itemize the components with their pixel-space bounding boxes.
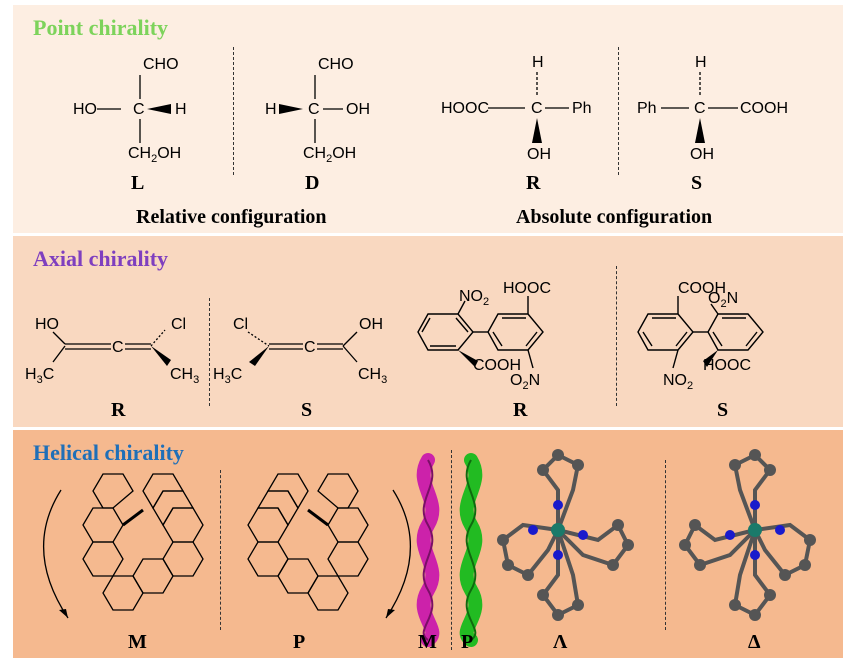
label-D: D — [305, 172, 319, 194]
molecule-R-mandelic: H HOOC C Ph OH R — [441, 54, 592, 194]
separator-helices — [451, 450, 452, 650]
label-R-allene: R — [111, 399, 126, 421]
label-P-helix: P — [461, 631, 473, 653]
molecule-S-mandelic: H Ph C COOH OH S — [637, 54, 788, 194]
allene-R: HO C Cl CH3 H3C R — [25, 316, 199, 421]
separator-RS — [618, 47, 619, 175]
biphenyl-S-NO2-bottom: NO2 — [663, 372, 693, 392]
label-S-allene: S — [301, 399, 312, 421]
separator-biphenyls — [616, 266, 617, 406]
S-center-carbon: C — [694, 100, 706, 117]
complex-delta — [679, 449, 816, 621]
helical-chirality-panel: Helical chirality — [13, 430, 843, 658]
helicene-P — [247, 473, 369, 611]
complex-lambda — [497, 449, 634, 621]
L-right-group: H — [175, 101, 187, 118]
helix-P — [459, 453, 483, 647]
D-top-group: CHO — [318, 56, 354, 73]
allene-R-HO: HO — [35, 316, 59, 333]
L-left-group: HO — [73, 101, 97, 118]
allene-R-CH3: CH3 — [170, 366, 199, 386]
allene-S-Cl: Cl — [233, 316, 248, 333]
allene-S: Cl H3C C OH CH3 S — [213, 316, 387, 421]
caption-relative-configuration: Relative configuration — [136, 206, 327, 228]
label-L: L — [131, 172, 144, 194]
label-delta: Δ — [748, 631, 761, 653]
R-bottom-group: OH — [527, 146, 551, 163]
label-lambda: Λ — [553, 631, 568, 653]
D-center-carbon: C — [308, 101, 320, 118]
caption-absolute-configuration: Absolute configuration — [516, 206, 712, 228]
S-left-group: Ph — [637, 100, 657, 117]
axial-chirality-title: Axial chirality — [33, 246, 169, 271]
allene-R-C: C — [112, 339, 124, 356]
biphenyl-R-labels: HOOC NO2 COOH O2N R — [459, 280, 551, 421]
helical-chirality-structures: M P M P Λ Δ — [42, 449, 816, 653]
S-top-H: H — [695, 54, 707, 71]
D-bottom-group: CH2OH — [303, 145, 356, 165]
R-right-group: Ph — [572, 100, 592, 117]
axial-chirality-structures: HO C Cl CH3 H3C R Cl H3C C — [25, 280, 764, 421]
R-left-group: HOOC — [441, 100, 489, 117]
molecule-D: CHO H C OH CH2OH D — [265, 56, 370, 194]
biphenyl-S-NO2-top: O2N — [708, 290, 738, 310]
molecule-L: CHO HO C H CH2OH L — [73, 56, 187, 194]
R-top-H: H — [532, 54, 544, 71]
R-center-carbon: C — [531, 100, 543, 117]
label-M-helicene: M — [128, 631, 147, 653]
helicene-M — [82, 473, 204, 611]
label-R-point: R — [526, 172, 541, 194]
separator-complexes — [665, 460, 666, 630]
point-chirality-title: Point chirality — [33, 15, 169, 40]
L-top-group: CHO — [143, 56, 179, 73]
axial-chirality-panel: Axial chirality HO C Cl CH3 H3C R Cl H3C — [13, 236, 843, 427]
biphenyl-S — [637, 296, 764, 369]
L-bottom-group: CH2OH — [128, 145, 181, 165]
allene-S-OH: OH — [359, 316, 383, 333]
allene-R-H3C: H3C — [25, 366, 54, 386]
D-right-group: OH — [346, 101, 370, 118]
biphenyl-R-HOOC: HOOC — [503, 280, 551, 297]
biphenyl-R-NO2-bottom: O2N — [510, 372, 540, 392]
label-M-helix: M — [418, 631, 437, 653]
allene-S-C: C — [304, 339, 316, 356]
biphenyl-R-NO2-top: NO2 — [459, 288, 489, 308]
label-R-biphenyl: R — [513, 399, 528, 421]
separator-LD — [233, 47, 234, 175]
allene-R-Cl: Cl — [171, 316, 186, 333]
point-chirality-panel: Point chirality CHO HO C H CH2OH L CHO H… — [13, 5, 843, 233]
S-bottom-group: OH — [690, 146, 714, 163]
biphenyl-S-COOH: COOH — [678, 280, 726, 297]
label-S-point: S — [691, 172, 702, 194]
L-center-carbon: C — [133, 101, 145, 118]
helix-M — [416, 453, 440, 647]
biphenyl-S-HOOC: HOOC — [703, 357, 751, 374]
helical-chirality-title: Helical chirality — [33, 440, 184, 465]
label-P-helicene: P — [293, 631, 305, 653]
label-S-biphenyl: S — [717, 399, 728, 421]
arrow-P — [385, 489, 412, 619]
point-chirality-structures: CHO HO C H CH2OH L CHO H C OH CH2OH D H — [73, 54, 788, 228]
biphenyl-R — [417, 296, 544, 369]
S-right-group: COOH — [740, 100, 788, 117]
D-left-group: H — [265, 101, 277, 118]
allene-S-CH3: CH3 — [358, 366, 387, 386]
separator-allenes — [209, 298, 210, 406]
biphenyl-S-labels: COOH O2N HOOC NO2 S — [663, 280, 751, 421]
allene-S-H3C: H3C — [213, 366, 242, 386]
biphenyl-R-COOH: COOH — [473, 357, 521, 374]
separator-helicenes — [220, 470, 221, 630]
arrow-M — [42, 489, 69, 619]
